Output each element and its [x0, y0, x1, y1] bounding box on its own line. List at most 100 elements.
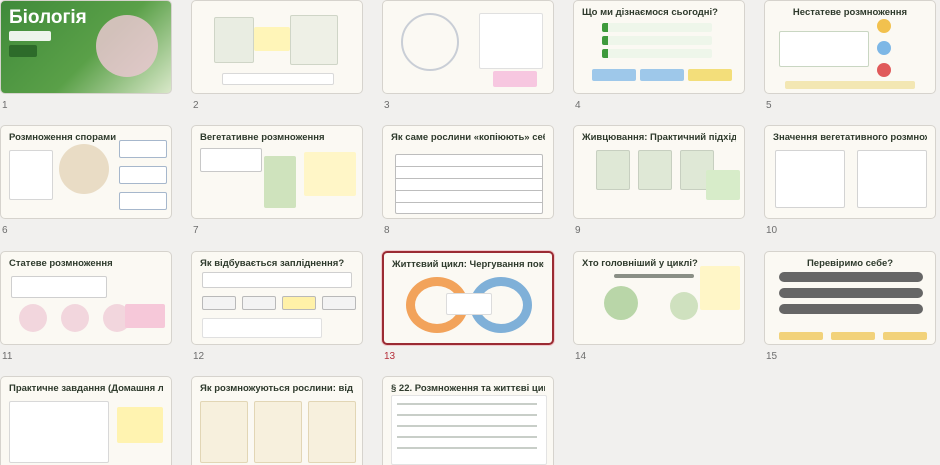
slide-number: 11	[2, 351, 13, 362]
slide-number: 4	[575, 100, 581, 111]
table-row	[395, 166, 543, 167]
slide-preview[interactable]: Життєвий цикл: Чергування поколінь	[382, 251, 554, 345]
slide-thumbnail-1[interactable]: Біологія 1	[0, 0, 174, 112]
note	[254, 27, 290, 51]
slide-preview[interactable]: Практичне завдання (Домашня лабораторія)	[0, 376, 172, 465]
note	[706, 170, 740, 200]
slide-title: Що ми дізнаємося сьогодні?	[582, 7, 718, 18]
slide-title: Як розмножуються рослини: від однієї клі…	[200, 383, 354, 394]
answer-chip	[883, 332, 927, 340]
slide-thumbnail-11[interactable]: Статеве розмноження 11	[0, 251, 174, 363]
slide-thumbnail-8[interactable]: Як саме рослини «копіюють» себе? 8	[382, 125, 556, 237]
slide-preview[interactable]: Розмноження спорами	[0, 125, 172, 219]
slide-thumbnail-14[interactable]: Хто головніший у циклі?14	[573, 251, 747, 363]
slide-preview[interactable]: Хто головніший у циклі?	[573, 251, 745, 345]
slide-thumbnail-16[interactable]: Практичне завдання (Домашня лабораторія)…	[0, 376, 174, 465]
slide-title: Перевіримо себе?	[806, 258, 894, 269]
text-line	[397, 403, 537, 405]
document-page	[391, 395, 547, 465]
slide-title: Вегетативне розмноження	[200, 132, 325, 143]
text-strip	[222, 73, 334, 85]
slide-preview[interactable]: Нестатеве розмноження	[764, 0, 936, 94]
question-bar	[779, 288, 923, 298]
info-card	[857, 150, 927, 208]
slide-title: Значення вегетативного розмноження	[773, 132, 927, 143]
question-bar	[779, 304, 923, 314]
slide-thumbnail-13[interactable]: Життєвий цикл: Чергування поколінь13	[382, 251, 556, 363]
spore-illustration	[59, 144, 109, 194]
slide-number: 9	[575, 225, 581, 236]
answer-chip	[779, 332, 823, 340]
slide-title: Як саме рослини «копіюють» себе?	[391, 132, 545, 143]
plant-left	[604, 286, 638, 320]
slide-thumbnail-3[interactable]: 3	[382, 0, 556, 112]
photo-card	[290, 15, 338, 65]
table-row	[395, 178, 543, 179]
goal-item	[602, 49, 712, 58]
table-row	[395, 202, 543, 203]
slide-preview[interactable]: Як розмножуються рослини: від однієї клі…	[191, 376, 363, 465]
slide-preview[interactable]	[382, 0, 554, 94]
infographic-panel	[254, 401, 302, 463]
worksheet	[9, 401, 109, 463]
slide-thumbnail-9[interactable]: Живцювання: Практичний підхід 9	[573, 125, 747, 237]
slide-thumbnail-18[interactable]: § 22. Розмноження та життєві цикли вищих…	[382, 376, 556, 465]
goal-item	[602, 36, 712, 45]
slide-preview[interactable]: Значення вегетативного розмноження	[764, 125, 936, 219]
slide-thumbnail-4[interactable]: Що ми дізнаємося сьогодні? 4	[573, 0, 747, 112]
slide-number: 8	[384, 225, 390, 236]
note	[700, 266, 740, 310]
slide-thumbnail-17[interactable]: Як розмножуються рослини: від однієї клі…	[191, 376, 365, 465]
slide-title: Практичне завдання (Домашня лабораторія)	[9, 383, 163, 394]
table-row	[395, 190, 543, 191]
slide-thumbnail-15[interactable]: Перевіримо себе?15	[764, 251, 938, 363]
arrow	[640, 69, 684, 81]
slide-preview[interactable]: § 22. Розмноження та життєві цикли вищих…	[382, 376, 554, 465]
flower-illustration	[61, 304, 89, 332]
slide-preview[interactable]: Що ми дізнаємося сьогодні?	[573, 0, 745, 94]
centre-text	[446, 293, 492, 315]
text-line	[397, 436, 537, 438]
slide-preview[interactable]: Як саме рослини «копіюють» себе?	[382, 125, 554, 219]
note	[125, 304, 165, 328]
plant-right	[670, 292, 698, 320]
table	[395, 154, 543, 214]
plant-illustration	[96, 15, 158, 77]
slide-title: Живцювання: Практичний підхід	[582, 132, 736, 143]
process-step	[242, 296, 276, 310]
step-photo	[596, 150, 630, 190]
text-line	[397, 414, 537, 416]
question-bar	[779, 272, 923, 282]
slide-preview[interactable]: Статеве розмноження	[0, 251, 172, 345]
feature-icon	[877, 41, 891, 55]
definition-card	[202, 272, 352, 288]
slide-preview[interactable]: Біологія	[0, 0, 172, 94]
slide-thumbnail-10[interactable]: Значення вегетативного розмноження10	[764, 125, 938, 237]
info-card	[775, 150, 845, 208]
slide-preview[interactable]	[191, 0, 363, 94]
infographic-panel	[308, 401, 356, 463]
definition-card	[200, 148, 262, 172]
slide-preview[interactable]: Як відбувається запліднення?	[191, 251, 363, 345]
slide-preview[interactable]: Перевіримо себе?	[764, 251, 936, 345]
process-step	[322, 296, 356, 310]
slide-title: Біологія	[9, 7, 87, 28]
text-line	[397, 425, 537, 427]
callout	[119, 166, 167, 184]
slide-preview[interactable]: Вегетативне розмноження	[191, 125, 363, 219]
callout	[119, 192, 167, 210]
slide-thumbnail-2[interactable]: 2	[191, 0, 365, 112]
slide-title: Нестатеве розмноження	[792, 7, 908, 18]
slide-preview[interactable]: Живцювання: Практичний підхід	[573, 125, 745, 219]
slide-thumbnail-12[interactable]: Як відбувається запліднення?12	[191, 251, 365, 363]
flower-illustration	[19, 304, 47, 332]
slide-number: 1	[2, 100, 8, 111]
slide-title: § 22. Розмноження та життєві цикли вищих…	[391, 383, 545, 394]
slide-number: 6	[2, 225, 8, 236]
note	[493, 71, 537, 87]
slide-title: Розмноження спорами	[9, 132, 117, 143]
slide-thumbnail-6[interactable]: Розмноження спорами 6	[0, 125, 174, 237]
